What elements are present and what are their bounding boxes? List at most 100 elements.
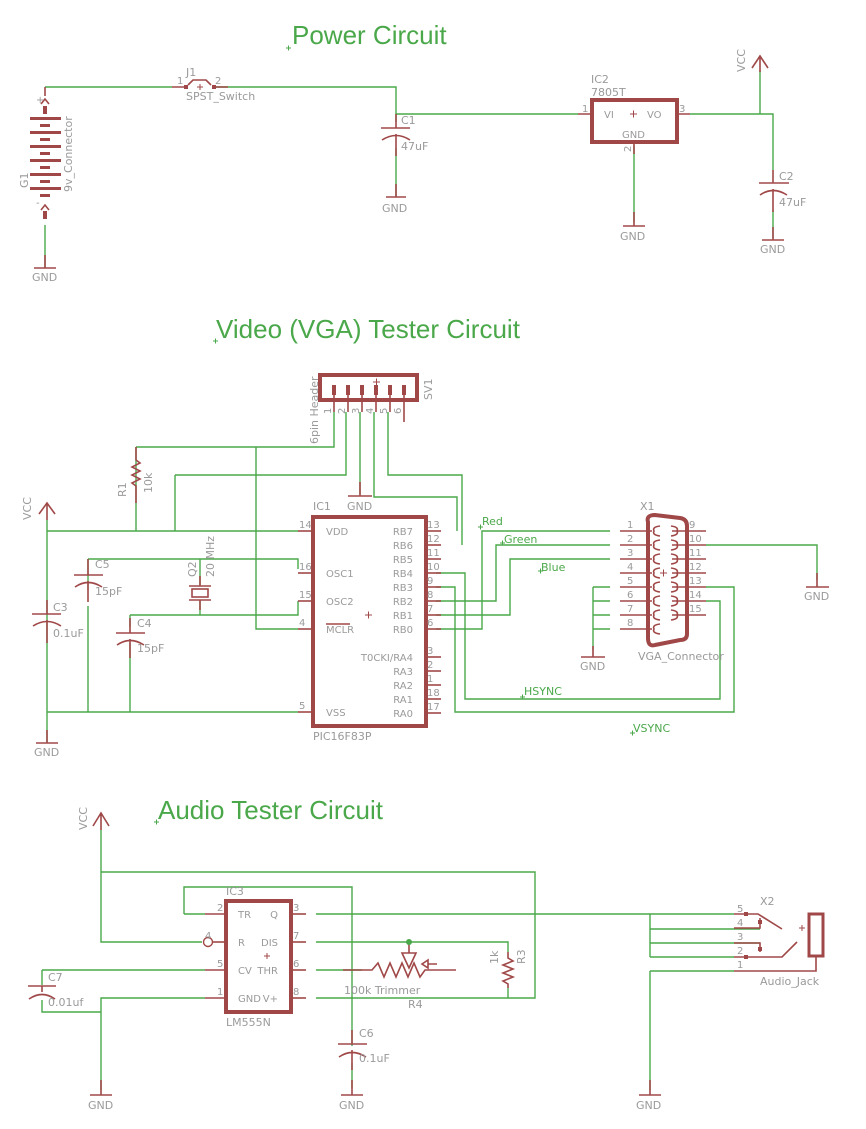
- vga-socket: [652, 539, 661, 551]
- ic1-right-pins: 13RB712RB611RB510RB49RB38RB27RB16RB03T0C…: [360, 520, 441, 720]
- ic3-pin-label: Q: [270, 910, 278, 921]
- gnd-label: GND: [32, 271, 57, 284]
- gnd-symbol: GND: [339, 1080, 364, 1112]
- jack-contact-3: [758, 947, 762, 951]
- ic1-pin-number: 2: [427, 660, 433, 671]
- ic2-vi-label: VI: [604, 110, 614, 121]
- vcc-label: VCC: [77, 807, 90, 830]
- gnd-label: GND: [339, 1099, 364, 1112]
- regulator-origin: [630, 110, 637, 118]
- net-label-origin: [520, 694, 525, 700]
- vga-pin-number: 9: [689, 520, 695, 531]
- video-circuit-title: Video (VGA) Tester Circuit: [216, 314, 521, 344]
- vga-socket: [652, 595, 661, 607]
- ic1-pin-label: RB0: [393, 625, 413, 636]
- header-sv1[interactable]: 1 2 3 4 5 6 6pin Header SV1: [308, 373, 435, 444]
- vga-pin-number: 7: [627, 604, 633, 615]
- capacitor-c7[interactable]: C7 0.01uf: [28, 971, 84, 1009]
- gnd-symbol: GND: [804, 573, 829, 603]
- c2-ref: C2: [779, 170, 794, 183]
- net-label-vsync: VSYNC: [633, 722, 670, 735]
- r1-value: 10k: [142, 472, 155, 493]
- switch-origin: [197, 84, 203, 90]
- gnd-symbol: GND: [636, 1080, 661, 1112]
- battery-g1[interactable]: + - G1 9v_Connector: [18, 87, 75, 219]
- regulator-ic2[interactable]: IC2 7805T VI VO GND 1 3 2: [578, 73, 690, 154]
- resistor-zigzag: [130, 447, 142, 503]
- vcc-label: VCC: [735, 49, 748, 72]
- ic1-pin-label: OSC2: [326, 597, 354, 608]
- jack-origin: [799, 925, 805, 931]
- x2-pin-3: 3: [737, 932, 743, 943]
- vga-pin-number: 4: [627, 562, 633, 573]
- capacitor-c6[interactable]: C6 0.1uF: [338, 1027, 390, 1070]
- net-label-origin: [500, 540, 505, 546]
- gnd-symbol: GND: [34, 730, 59, 759]
- gnd-label: GND: [382, 202, 407, 215]
- gnd-symbol: GND: [580, 646, 605, 673]
- net-label-origin: [630, 730, 635, 736]
- vga-socket: [652, 567, 661, 579]
- ic1-pin-number: 11: [427, 548, 440, 559]
- gnd-symbol: GND: [760, 227, 785, 256]
- header-pin-1: 1: [323, 408, 334, 414]
- ic3-pin-label: V+: [263, 994, 278, 1005]
- ic1-pin-number: 10: [427, 562, 440, 573]
- net-label-red: Red: [482, 515, 503, 528]
- vga-pin-number: 6: [627, 590, 633, 601]
- switch-contact-1: [184, 85, 188, 89]
- ic1-pin-number: 6: [427, 618, 433, 629]
- r4-value: 100k Trimmer: [344, 984, 421, 997]
- resistor-r1[interactable]: R1 10k: [116, 447, 155, 503]
- trimmer-arrow: [420, 958, 437, 970]
- title-origin-marker: [213, 338, 218, 344]
- vga-socket: [652, 609, 661, 621]
- net-labels: Red Green Blue HSYNC VSYNC: [478, 515, 670, 736]
- ic1-pin-number: 5: [299, 701, 305, 712]
- ic1-body: [311, 515, 428, 728]
- capacitor-c4[interactable]: C4 15pF: [116, 617, 164, 658]
- crystal-q2[interactable]: Q2 20 MHz: [186, 536, 217, 610]
- gnd-symbol: GND: [32, 255, 57, 284]
- net-label-blue: Blue: [541, 561, 566, 574]
- ic2-pin-2: 2: [623, 146, 634, 152]
- ic3-pin-number: 5: [217, 959, 223, 970]
- switch-lever: [187, 79, 212, 86]
- header-body: [318, 373, 419, 402]
- ic3-pin-number: 2: [217, 903, 223, 914]
- q2-value: 20 MHz: [204, 536, 217, 577]
- gnd-label: GND: [580, 660, 605, 673]
- microcontroller-ic1[interactable]: IC1 PIC16F83P 14VDD16OSC115OSC24MCLR5VSS…: [298, 500, 441, 743]
- ic1-ref: IC1: [313, 500, 331, 513]
- battery-terminal-top: [43, 106, 47, 114]
- c3-value: 0.1uF: [53, 627, 84, 640]
- q2-ref: Q2: [186, 561, 199, 577]
- header-pin-3: 3: [351, 408, 362, 414]
- gnd-label: GND: [347, 500, 372, 513]
- ic3-ref: IC3: [226, 885, 244, 898]
- vga-socket: [652, 623, 661, 635]
- battery-connector-bottom: [40, 203, 50, 211]
- net-label-hsync: HSYNC: [524, 685, 562, 698]
- capacitor-c3[interactable]: C3 0.1uF: [32, 600, 84, 643]
- capacitor-c5[interactable]: C5 15pF: [74, 558, 122, 602]
- audio-jack-x2[interactable]: X2 5 4 3 2 1 Audio_Jack: [734, 895, 825, 988]
- c2-value: 47uF: [779, 196, 806, 209]
- switch-pin-1: 1: [177, 76, 183, 87]
- capacitor-c1[interactable]: C1 47uF: [381, 114, 428, 156]
- x2-pin-4: 4: [737, 918, 743, 929]
- title-origin-marker: [286, 45, 291, 51]
- gnd-label: GND: [620, 230, 645, 243]
- trimmer-r4[interactable]: 100k Trimmer R4: [343, 939, 456, 1011]
- switch-j1[interactable]: J1 1 2 SPST_Switch: [172, 66, 255, 103]
- resistor-r3[interactable]: 1k R3: [488, 949, 528, 988]
- video-section: Video (VGA) Tester Circuit: [21, 314, 829, 759]
- capacitor-c2[interactable]: C2 47uF: [759, 170, 806, 212]
- vga-shell: [645, 512, 689, 648]
- ic1-pin-number: 17: [427, 702, 440, 713]
- header-origin: [373, 378, 380, 386]
- header-pin-5: 5: [379, 408, 390, 414]
